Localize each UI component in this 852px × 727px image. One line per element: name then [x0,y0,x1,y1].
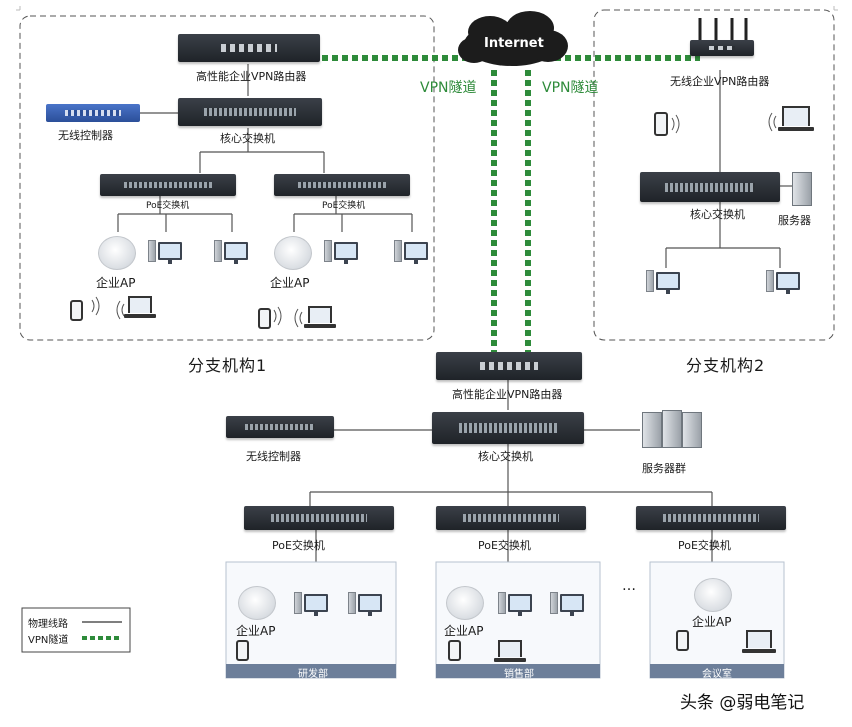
link-b1-core-poe [199,128,325,173]
branch1-phone2-icon [258,308,271,329]
hq-pc3-icon [508,594,532,616]
hq-pc2-icon [358,594,382,616]
branch2-pc2-tower-icon [766,270,774,292]
link-hq-core-poe [309,444,713,506]
branch2-laptop-icon [778,106,814,131]
internet-label: Internet [484,36,544,51]
branch1-poe1-label: PoE交换机 [146,201,190,211]
internet-cloud [458,11,568,66]
dept-label-rd: 研发部 [298,669,328,680]
legend-physical-label: 物理线路 [28,619,68,630]
hq-router-label: 高性能企业VPN路由器 [452,388,563,401]
hq-poe3-device [636,506,786,530]
hq-poe1-device [244,506,394,530]
hq-server3-icon [682,412,702,448]
branch1-router-device [178,34,320,62]
watermark: 头条 @弱电笔记 [680,693,805,713]
hq-server2-icon [662,410,682,448]
branch2-pc2-icon [776,272,800,294]
hq-pc1-icon [304,594,328,616]
hq-ac-device [226,416,334,438]
hq-phone3-icon [676,630,689,651]
hq-pc4-icon [560,594,584,616]
branch1-poe2-label: PoE交换机 [322,201,366,211]
hq-pc1-tower-icon [294,592,302,614]
branch2-antenna-icon [698,18,748,40]
link-b1-poe1-tree [117,196,233,232]
hq-server-cluster-label: 服务器群 [642,462,686,475]
vpn-label-left: VPN隧道 [420,80,477,96]
hq-poe3-label: PoE交换机 [678,539,731,552]
branch1-pc1-icon [158,242,182,264]
branch1-core-switch-device [178,98,322,126]
branch1-pc4-tower-icon [394,240,402,262]
hq-ap1-icon [238,586,276,620]
branch2-pc1-tower-icon [646,270,654,292]
branch2-server-icon [792,172,812,206]
branch2-phone-icon [654,112,668,136]
branch2-title: 分支机构2 [686,356,766,375]
hq-core-switch-device [432,412,584,444]
branch2-server-label: 服务器 [778,214,811,227]
hq-ap2-label: 企业AP [444,624,484,638]
vpn-label-right: VPN隧道 [542,80,599,96]
hq-poe2-device [436,506,586,530]
branch1-ac-label: 无线控制器 [58,129,113,142]
branch1-core-switch-label: 核心交换机 [220,132,275,145]
hq-core-switch-label: 核心交换机 [478,450,533,463]
branch1-ac-device [46,104,140,122]
dept-label-sales: 销售部 [504,669,534,680]
branch2-core-switch-device [640,172,780,202]
branch2-core-switch-label: 核心交换机 [690,208,745,221]
branch1-router-label: 高性能企业VPN路由器 [196,70,307,83]
hq-pc4-tower-icon [550,592,558,614]
hq-server1-icon [642,412,662,448]
hq-ap3-label: 企业AP [692,615,732,629]
hq-phone2-icon [448,640,461,661]
branch1-title: 分支机构1 [188,356,268,375]
hq-ac-label: 无线控制器 [246,450,301,463]
link-b1-poe2-tree [293,196,413,232]
branch1-pc3-icon [334,242,358,264]
branch1-pc3-tower-icon [324,240,332,262]
branch1-pc1-tower-icon [148,240,156,262]
hq-poe1-label: PoE交换机 [272,539,325,552]
branch1-poe2-device [274,174,410,196]
branch1-poe1-device [100,174,236,196]
hq-pc2-tower-icon [348,592,356,614]
branch2-pc1-icon [656,272,680,294]
link-b2-core-tree [665,202,781,268]
hq-ap3-icon [694,578,732,612]
hq-router-device [436,352,582,380]
branch1-laptop2-icon [304,306,336,328]
hq-poe2-label: PoE交换机 [478,539,531,552]
branch1-ap2-icon [274,236,312,270]
branch1-boundary [19,15,435,341]
branch1-pc4-icon [404,242,428,264]
branch1-ap2-label: 企业AP [270,276,310,290]
branch2-router-device [690,40,754,56]
hq-ap2-icon [446,586,484,620]
hq-ellipsis: … [622,578,636,594]
branch1-laptop1-icon [124,296,156,318]
legend-vpn-label: VPN隧道 [28,635,69,646]
hq-laptop3-icon [742,630,776,653]
branch1-pc2-tower-icon [214,240,222,262]
branch1-ap1-icon [98,236,136,270]
legend-box [21,607,131,653]
branch1-phone1-icon [70,300,83,321]
branch2-boundary [593,9,835,341]
branch1-ap1-label: 企业AP [96,276,136,290]
hq-phone1-icon [236,640,249,661]
hq-pc3-tower-icon [498,592,506,614]
hq-laptop2-icon [494,640,526,662]
branch2-router-label: 无线企业VPN路由器 [670,75,770,88]
branch1-pc2-icon [224,242,248,264]
dept-label-meeting: 会议室 [702,669,732,680]
vpn-tunnels [322,55,700,352]
hq-ap1-label: 企业AP [236,624,276,638]
